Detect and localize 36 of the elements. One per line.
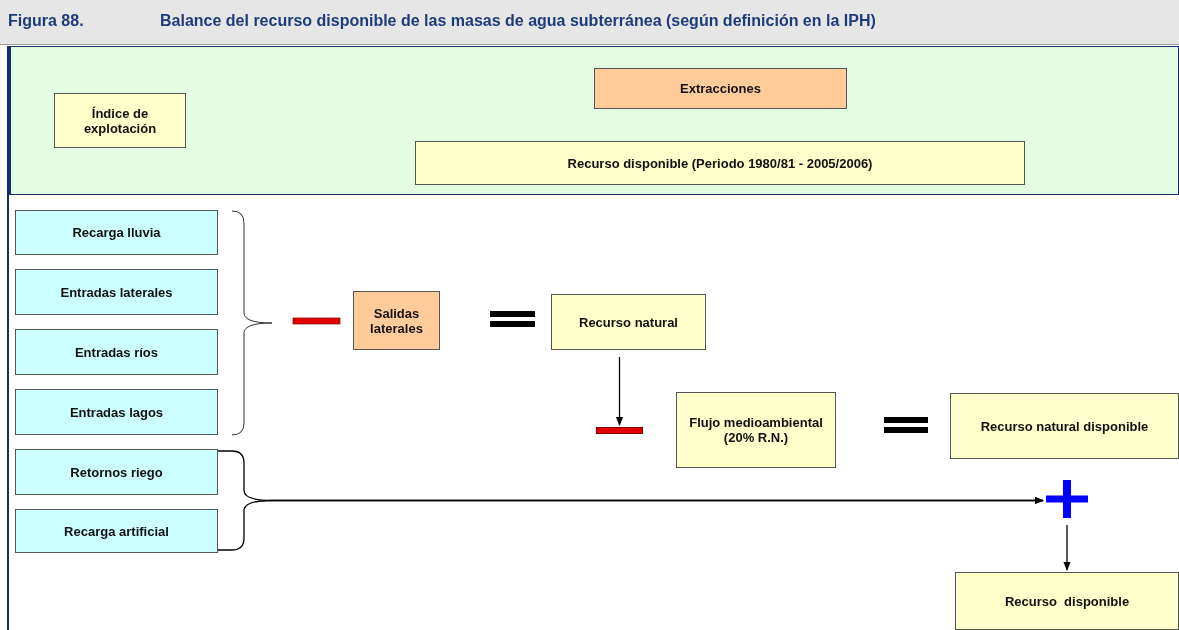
term-box (594, 68, 847, 109)
term-box (551, 294, 706, 350)
term-text: Recarga lluvia (72, 225, 161, 240)
plus-sign (1046, 480, 1088, 518)
term-box (353, 291, 440, 350)
figure-number: Figura 88. (8, 12, 84, 30)
term-text: Recurso natural disponible (980, 418, 1149, 434)
term-text: Recarga artificial (64, 523, 169, 539)
term-text: Entradas laterales (60, 284, 173, 300)
minus-sign (596, 427, 643, 434)
term-text: Retornos riego (70, 464, 163, 480)
term-text: Flujo medioambiental (20% R.N.) (688, 415, 824, 445)
term-box (15, 269, 218, 315)
term-box (15, 449, 218, 495)
term-text: Salidas laterales (369, 305, 424, 336)
term-box (415, 141, 1025, 185)
term-box (676, 392, 836, 468)
term-box (54, 93, 186, 148)
panel-band (9, 46, 1179, 195)
term-box (15, 329, 218, 375)
term-box (15, 389, 218, 435)
term-text: Extracciones (680, 81, 761, 96)
term-text: Recurso disponible (1004, 593, 1130, 609)
term-text: Recurso disponible (Periodo 1980/81 - 2005/2006) (567, 155, 873, 171)
term-text: Recurso natural (579, 314, 678, 330)
term-box (955, 572, 1179, 630)
term-text: Índice de explotación (82, 105, 158, 136)
figure-title: Balance del recurso disponible de las masas de agua subterránea (según definición en la IPH) (160, 12, 876, 30)
arrow (615, 356, 624, 426)
arrow (217, 496, 1044, 551)
arrow (1063, 524, 1071, 571)
term-box (15, 210, 218, 255)
term-box (15, 509, 218, 553)
term-box (950, 393, 1179, 459)
term-text: Entradas ríos (74, 344, 159, 360)
term-text: Entradas lagos (69, 404, 164, 420)
